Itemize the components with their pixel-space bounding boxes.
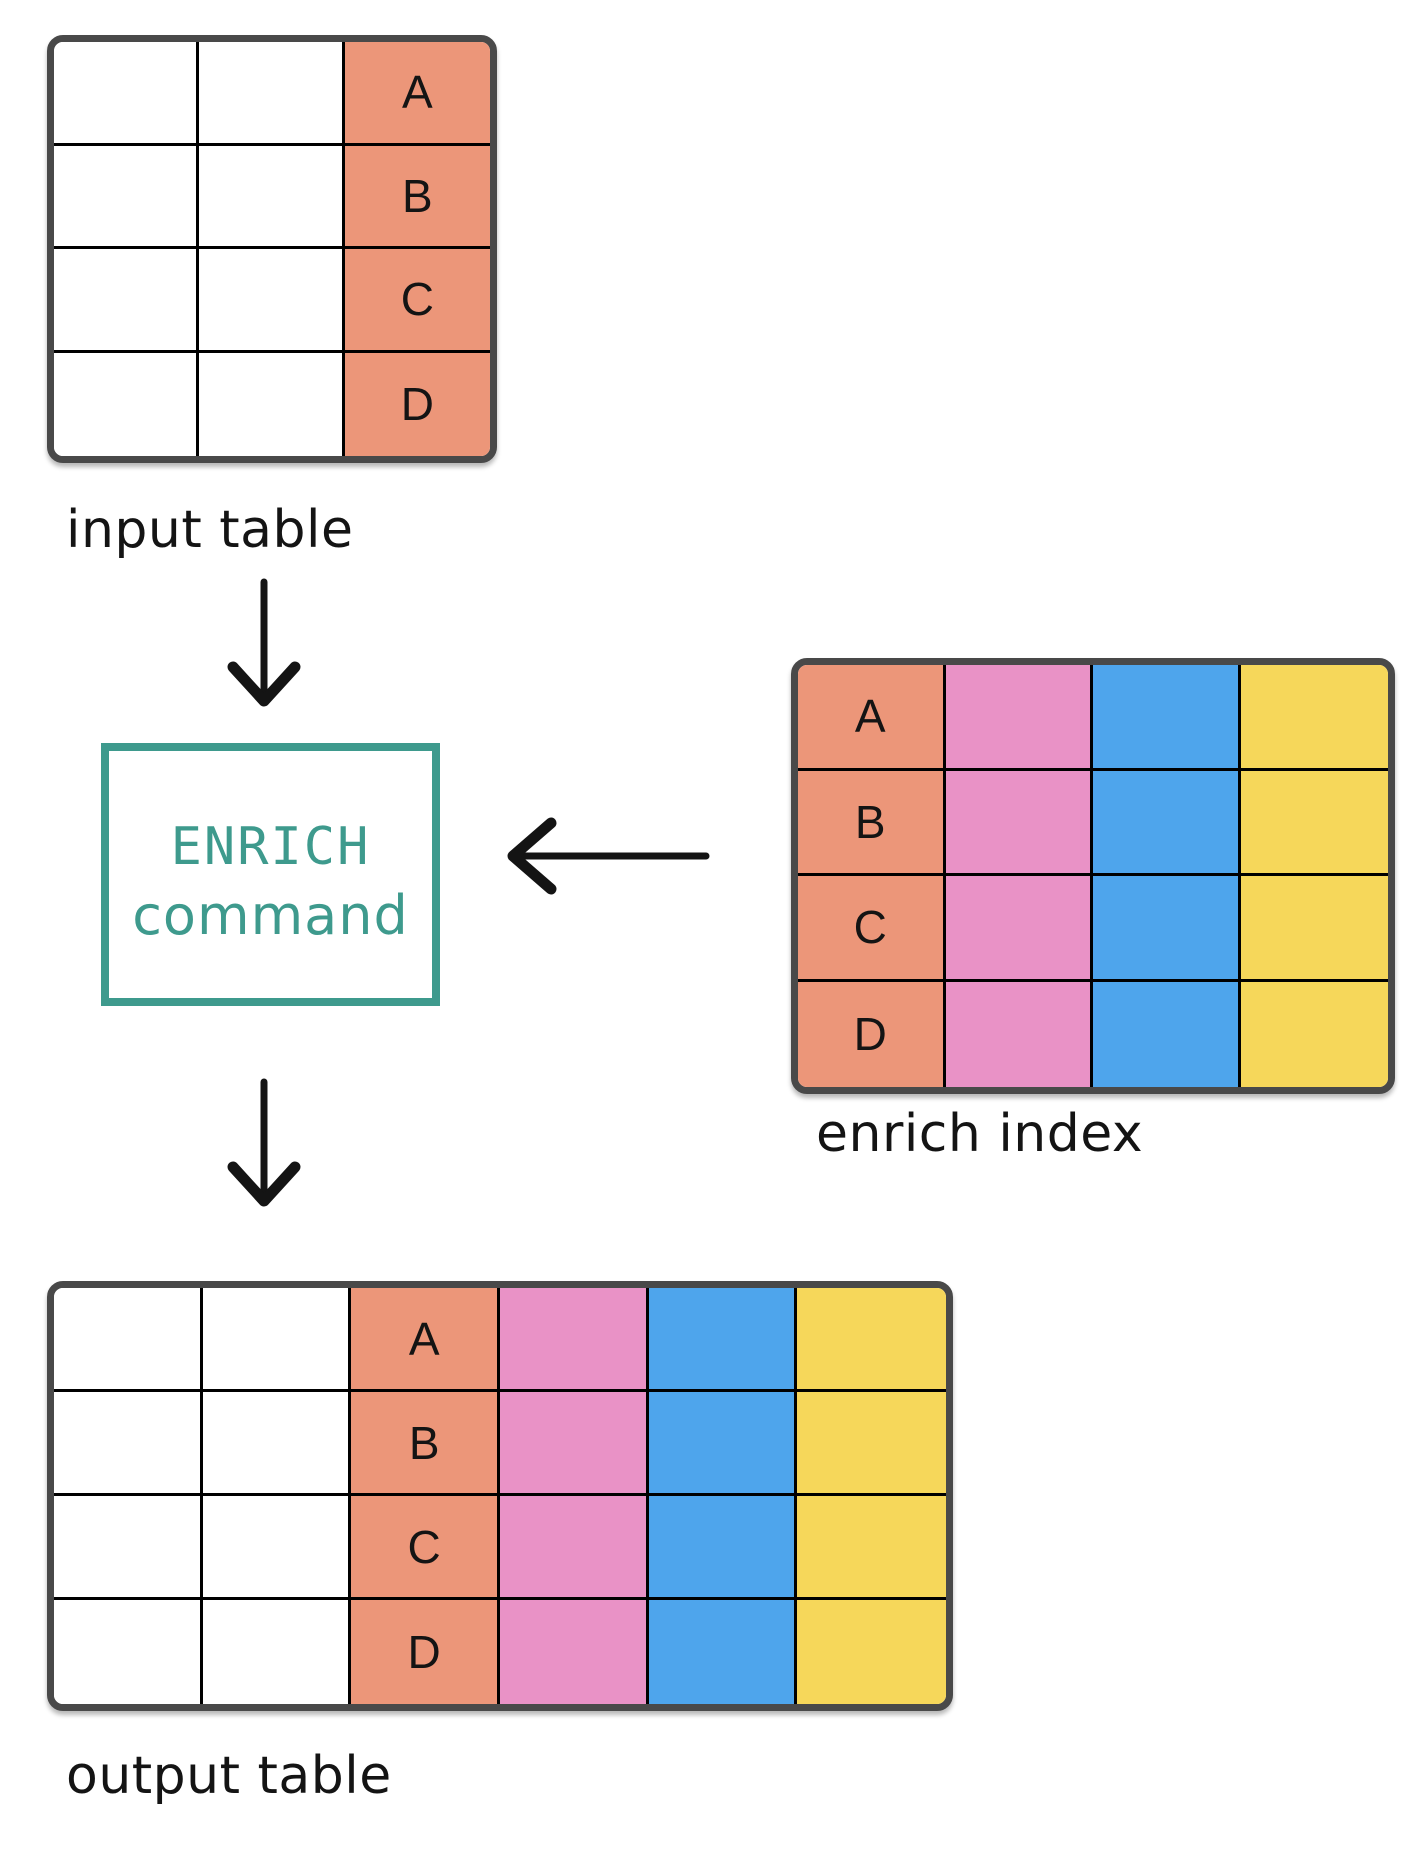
output-table-label: output table [66, 1746, 392, 1806]
table-cell-input-r1c3: A [344, 42, 490, 146]
table-cell-output-r2c4 [500, 1392, 649, 1496]
enrich-command-word: command [132, 883, 409, 947]
table-cell-input-r3c3: C [344, 249, 490, 353]
table-cell-output-r2c2 [202, 1392, 352, 1496]
table-cell-output-r4c4 [500, 1600, 649, 1704]
table-cell-input-r2c1 [54, 145, 200, 249]
table-cell-output-r1c6 [797, 1288, 946, 1392]
table-cell-output-r4c5 [648, 1600, 798, 1704]
table-cell-enrich-r4c2 [945, 981, 1093, 1087]
table-cell-enrich-r2c3 [1093, 770, 1241, 876]
table-cell-output-r2c6 [797, 1392, 946, 1496]
table-cell-enrich-r1c2 [945, 665, 1093, 771]
arrow-left-index-to-command-icon [507, 817, 710, 895]
table-cell-input-r3c2 [199, 249, 345, 353]
table-cell-output-r3c1 [54, 1496, 203, 1600]
enrich-command-name: ENRICH [170, 816, 371, 877]
table-cell-enrich-r3c4 [1240, 876, 1388, 982]
arrow-down-input-to-command-icon [227, 578, 301, 707]
table-cell-output-r2c3: B [351, 1392, 500, 1496]
table-cell-output-r4c2 [202, 1600, 352, 1704]
table-cell-enrich-r4c3 [1093, 981, 1241, 1087]
table-cell-input-r4c3: D [344, 352, 490, 456]
table-cell-enrich-r4c1: D [798, 981, 946, 1087]
table-cell-output-r4c3: D [351, 1600, 500, 1704]
table-cell-enrich-r3c2 [945, 876, 1093, 982]
table-cell-enrich-r1c1: A [798, 665, 946, 771]
table-cell-enrich-r1c4 [1240, 665, 1388, 771]
table-cell-output-r1c1 [54, 1288, 203, 1392]
table-cell-output-r1c5 [648, 1288, 798, 1392]
table-cell-enrich-r3c3 [1093, 876, 1241, 982]
table-cell-output-r3c5 [648, 1496, 798, 1600]
table-cell-output-r1c2 [202, 1288, 352, 1392]
table-cell-enrich-r2c1: B [798, 770, 946, 876]
table-cell-enrich-r2c2 [945, 770, 1093, 876]
table-cell-input-r4c2 [199, 352, 345, 456]
table-cell-input-r1c1 [54, 42, 200, 146]
table-cell-input-r3c1 [54, 249, 200, 353]
table-cell-output-r2c1 [54, 1392, 203, 1496]
table-cell-output-r4c6 [797, 1600, 946, 1704]
table-cell-output-r1c4 [500, 1288, 649, 1392]
table-cell-output-r3c4 [500, 1496, 649, 1600]
arrow-down-command-to-output-icon [227, 1078, 301, 1207]
table-cell-output-r1c3: A [351, 1288, 500, 1392]
input-table-label: input table [66, 500, 354, 560]
table-cell-output-r3c2 [202, 1496, 352, 1600]
table-cell-input-r4c1 [54, 352, 200, 456]
table-cell-output-r3c3: C [351, 1496, 500, 1600]
enrich-command-box: ENRICH command [101, 743, 440, 1006]
table-cell-enrich-r2c4 [1240, 770, 1388, 876]
table-cell-enrich-r1c3 [1093, 665, 1241, 771]
table-cell-enrich-r3c1: C [798, 876, 946, 982]
table-cell-input-r1c2 [199, 42, 345, 146]
table-cell-output-r2c5 [648, 1392, 798, 1496]
table-cell-output-r4c1 [54, 1600, 203, 1704]
table-cell-input-r2c3: B [344, 145, 490, 249]
table-cell-enrich-r4c4 [1240, 981, 1388, 1087]
table-cell-input-r2c2 [199, 145, 345, 249]
enrich-index-label: enrich index [816, 1104, 1144, 1164]
table-cell-output-r3c6 [797, 1496, 946, 1600]
